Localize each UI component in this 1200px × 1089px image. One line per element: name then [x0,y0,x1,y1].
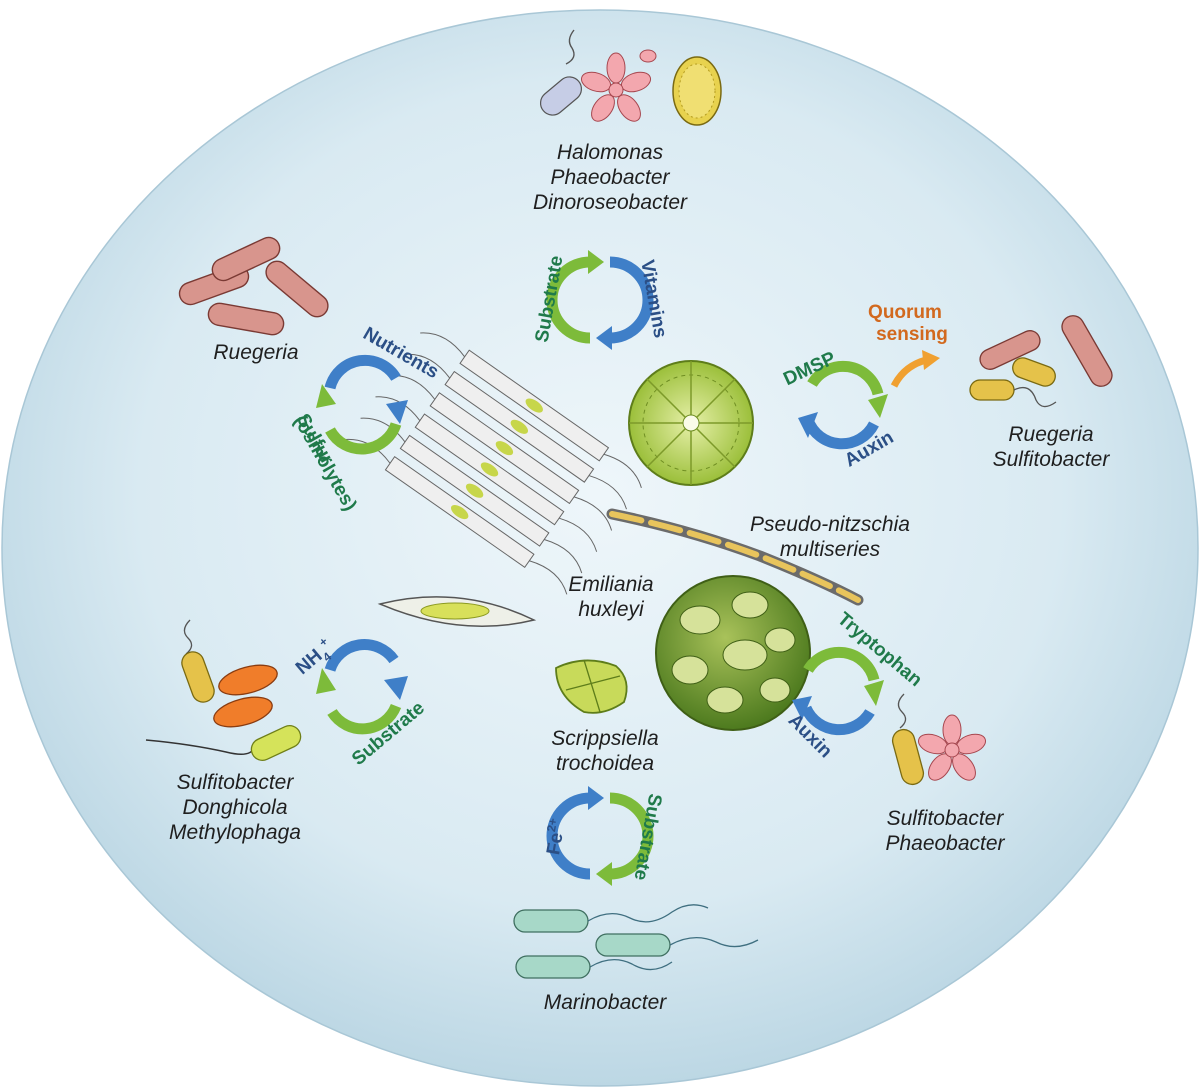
cycle-lower-right-arrows [792,646,884,736]
cycle-upper-left-arrows [316,354,408,455]
quorum-text: Quorum [868,302,942,323]
label-bottom-right-organisms: Sulfitobacter Phaeobacter [885,807,1005,855]
label-marinobacter: Marinobacter [543,991,667,1014]
ruegeria-left-rods [178,236,329,336]
pennate-diatom [377,596,537,627]
centric-diatom [628,360,754,486]
label-emiliania: Emiliania huxleyi [568,573,654,621]
lower-left-bacteria [145,619,302,761]
scrippsiella-cell [555,659,628,714]
cycle-bottom-left-text: Fe2+ [540,817,570,856]
cycle-lower-left-arrows [316,639,408,735]
cycle-top-arrows [546,250,654,350]
sensing-text: sensing [876,324,948,345]
label-scrippsiella: Scrippsiella trochoidea [551,727,659,775]
label-pseudo-nitzschia: Pseudo-nitzschia multiseries [750,513,910,561]
emiliania-huxleyi [655,575,811,731]
pseudo-nitzschia-chain [606,508,864,606]
label-right-organisms: Ruegeria Sulfitobacter [992,423,1110,471]
cycle-upper-right-arrows [798,350,940,450]
label-ruegeria-left: Ruegeria [213,341,299,364]
cycle-bottom-arrows [546,786,654,886]
top-bacteria-group [539,29,722,126]
label-top-organisms: Halomonas Phaeobacter Dinoroseobacter [532,141,688,214]
lower-right-bacteria [891,693,987,786]
marinobacter-rods [513,904,759,979]
right-bacteria-group [969,315,1113,408]
phaeobacter-rosette [580,49,657,122]
chain-diatom [345,332,642,595]
label-bottom-left-organisms: Sulfitobacter Donghicola Methylophaga [169,771,301,844]
